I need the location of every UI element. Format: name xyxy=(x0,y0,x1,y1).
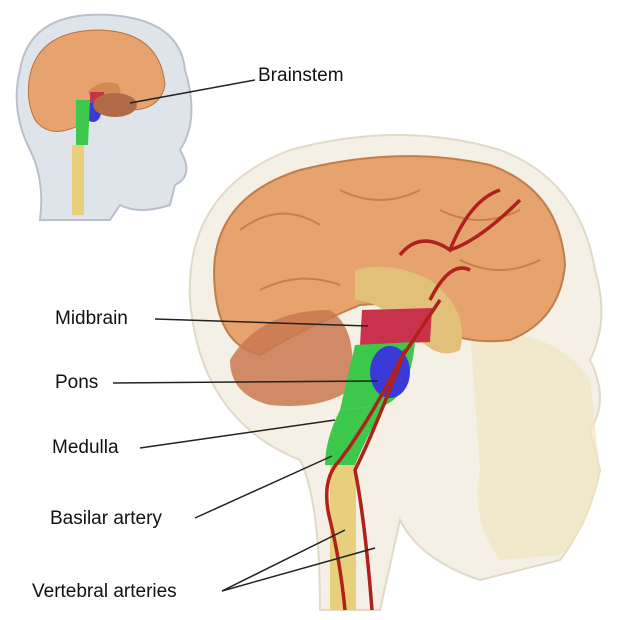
label-pons: Pons xyxy=(55,372,99,393)
label-medulla: Medulla xyxy=(52,437,119,458)
label-midbrain: Midbrain xyxy=(55,308,128,329)
main-head xyxy=(188,134,603,611)
label-vertebral-arteries: Vertebral arteries xyxy=(32,581,177,602)
label-basilar-artery: Basilar artery xyxy=(50,508,162,529)
leader-lines xyxy=(112,79,379,592)
label-brainstem: Brainstem xyxy=(258,65,344,86)
inset-head xyxy=(15,13,193,221)
